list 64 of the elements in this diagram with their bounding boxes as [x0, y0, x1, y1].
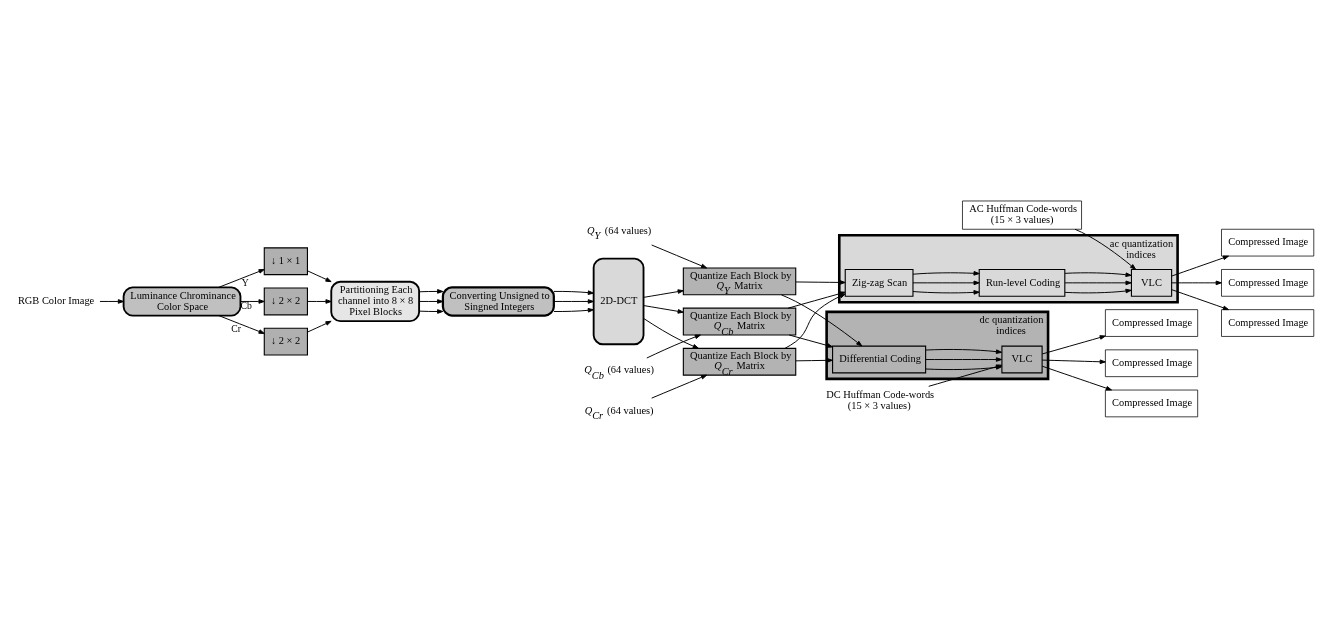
node-box: Compressed Image: [1221, 308, 1315, 337]
node-box: Compressed Image: [1105, 308, 1199, 337]
arrow: [307, 320, 332, 332]
arrow: [925, 356, 1003, 362]
arrow: [418, 288, 444, 294]
arrow: [646, 334, 701, 358]
arrow: [912, 280, 980, 285]
node-box: Compressed Image: [1105, 348, 1199, 377]
arrow: [240, 298, 265, 304]
arrow: [787, 290, 846, 309]
arrow: [643, 288, 684, 298]
node-box: Zig-zag Scan: [844, 268, 914, 297]
node-box: Compressed Image: [1221, 228, 1315, 256]
arrow: [788, 334, 834, 348]
arrow: [1064, 280, 1132, 285]
arrow: [218, 268, 265, 288]
arrow: [1171, 280, 1222, 285]
arrow: [651, 244, 708, 268]
node-box: Differential Coding: [832, 345, 927, 373]
arrow: [553, 289, 594, 295]
edge-label: Cb: [240, 299, 252, 311]
arrow: [1041, 365, 1112, 390]
arrow: [795, 279, 846, 285]
arrow: [553, 307, 594, 313]
node-box: AC Huffman Code-words (15 × 3 values): [962, 200, 1082, 230]
arrow: [1074, 228, 1137, 270]
arrow: [1171, 288, 1230, 310]
arrow: [553, 298, 594, 304]
arrow: [784, 292, 846, 349]
node-box: Luminance Chrominance Color Space: [122, 285, 242, 317]
node-text: DC Huffman Code-words (15 × 3 values): [826, 388, 935, 411]
node-box: Partitioning Each channel into 8 × 8 Pixel Blocks: [330, 280, 421, 322]
node-box: ↓ 2 × 2: [263, 287, 308, 315]
arrow: [307, 298, 332, 304]
node-box: VLC: [1130, 268, 1173, 297]
arrow: [307, 269, 332, 282]
arrow: [1171, 255, 1230, 277]
arrow: [1064, 271, 1132, 277]
arrow: [651, 374, 708, 399]
node-box: ↓ 1 × 1: [263, 246, 308, 275]
arrow: [1041, 334, 1106, 354]
arrow: [912, 289, 980, 295]
arrow: [418, 298, 444, 304]
node-box: Run-level Coding: [978, 268, 1066, 297]
arrow: [418, 308, 444, 314]
node-box: VLC: [1001, 345, 1043, 373]
node-box: Compressed Image: [1105, 389, 1199, 417]
edge-label: Y: [241, 276, 249, 288]
node-text: RGB Color Image: [17, 294, 95, 306]
arrow: [643, 304, 684, 314]
node-box: Compressed Image: [1221, 268, 1315, 297]
arrow: [1041, 358, 1106, 364]
arrow: [795, 357, 833, 363]
arrow: [925, 348, 1003, 354]
arrow: [218, 314, 265, 334]
node-box: ↓ 2 × 2: [263, 327, 308, 356]
arrow: [99, 298, 124, 304]
arrow: [643, 317, 699, 349]
arrow: [912, 270, 980, 276]
arrow: [780, 293, 863, 346]
arrow: [1064, 288, 1132, 293]
node-box: 2D-DCT: [592, 257, 645, 345]
edge-label: Cr: [231, 322, 241, 334]
node-box: Converting Unsigned to Singned Integers: [441, 285, 555, 317]
